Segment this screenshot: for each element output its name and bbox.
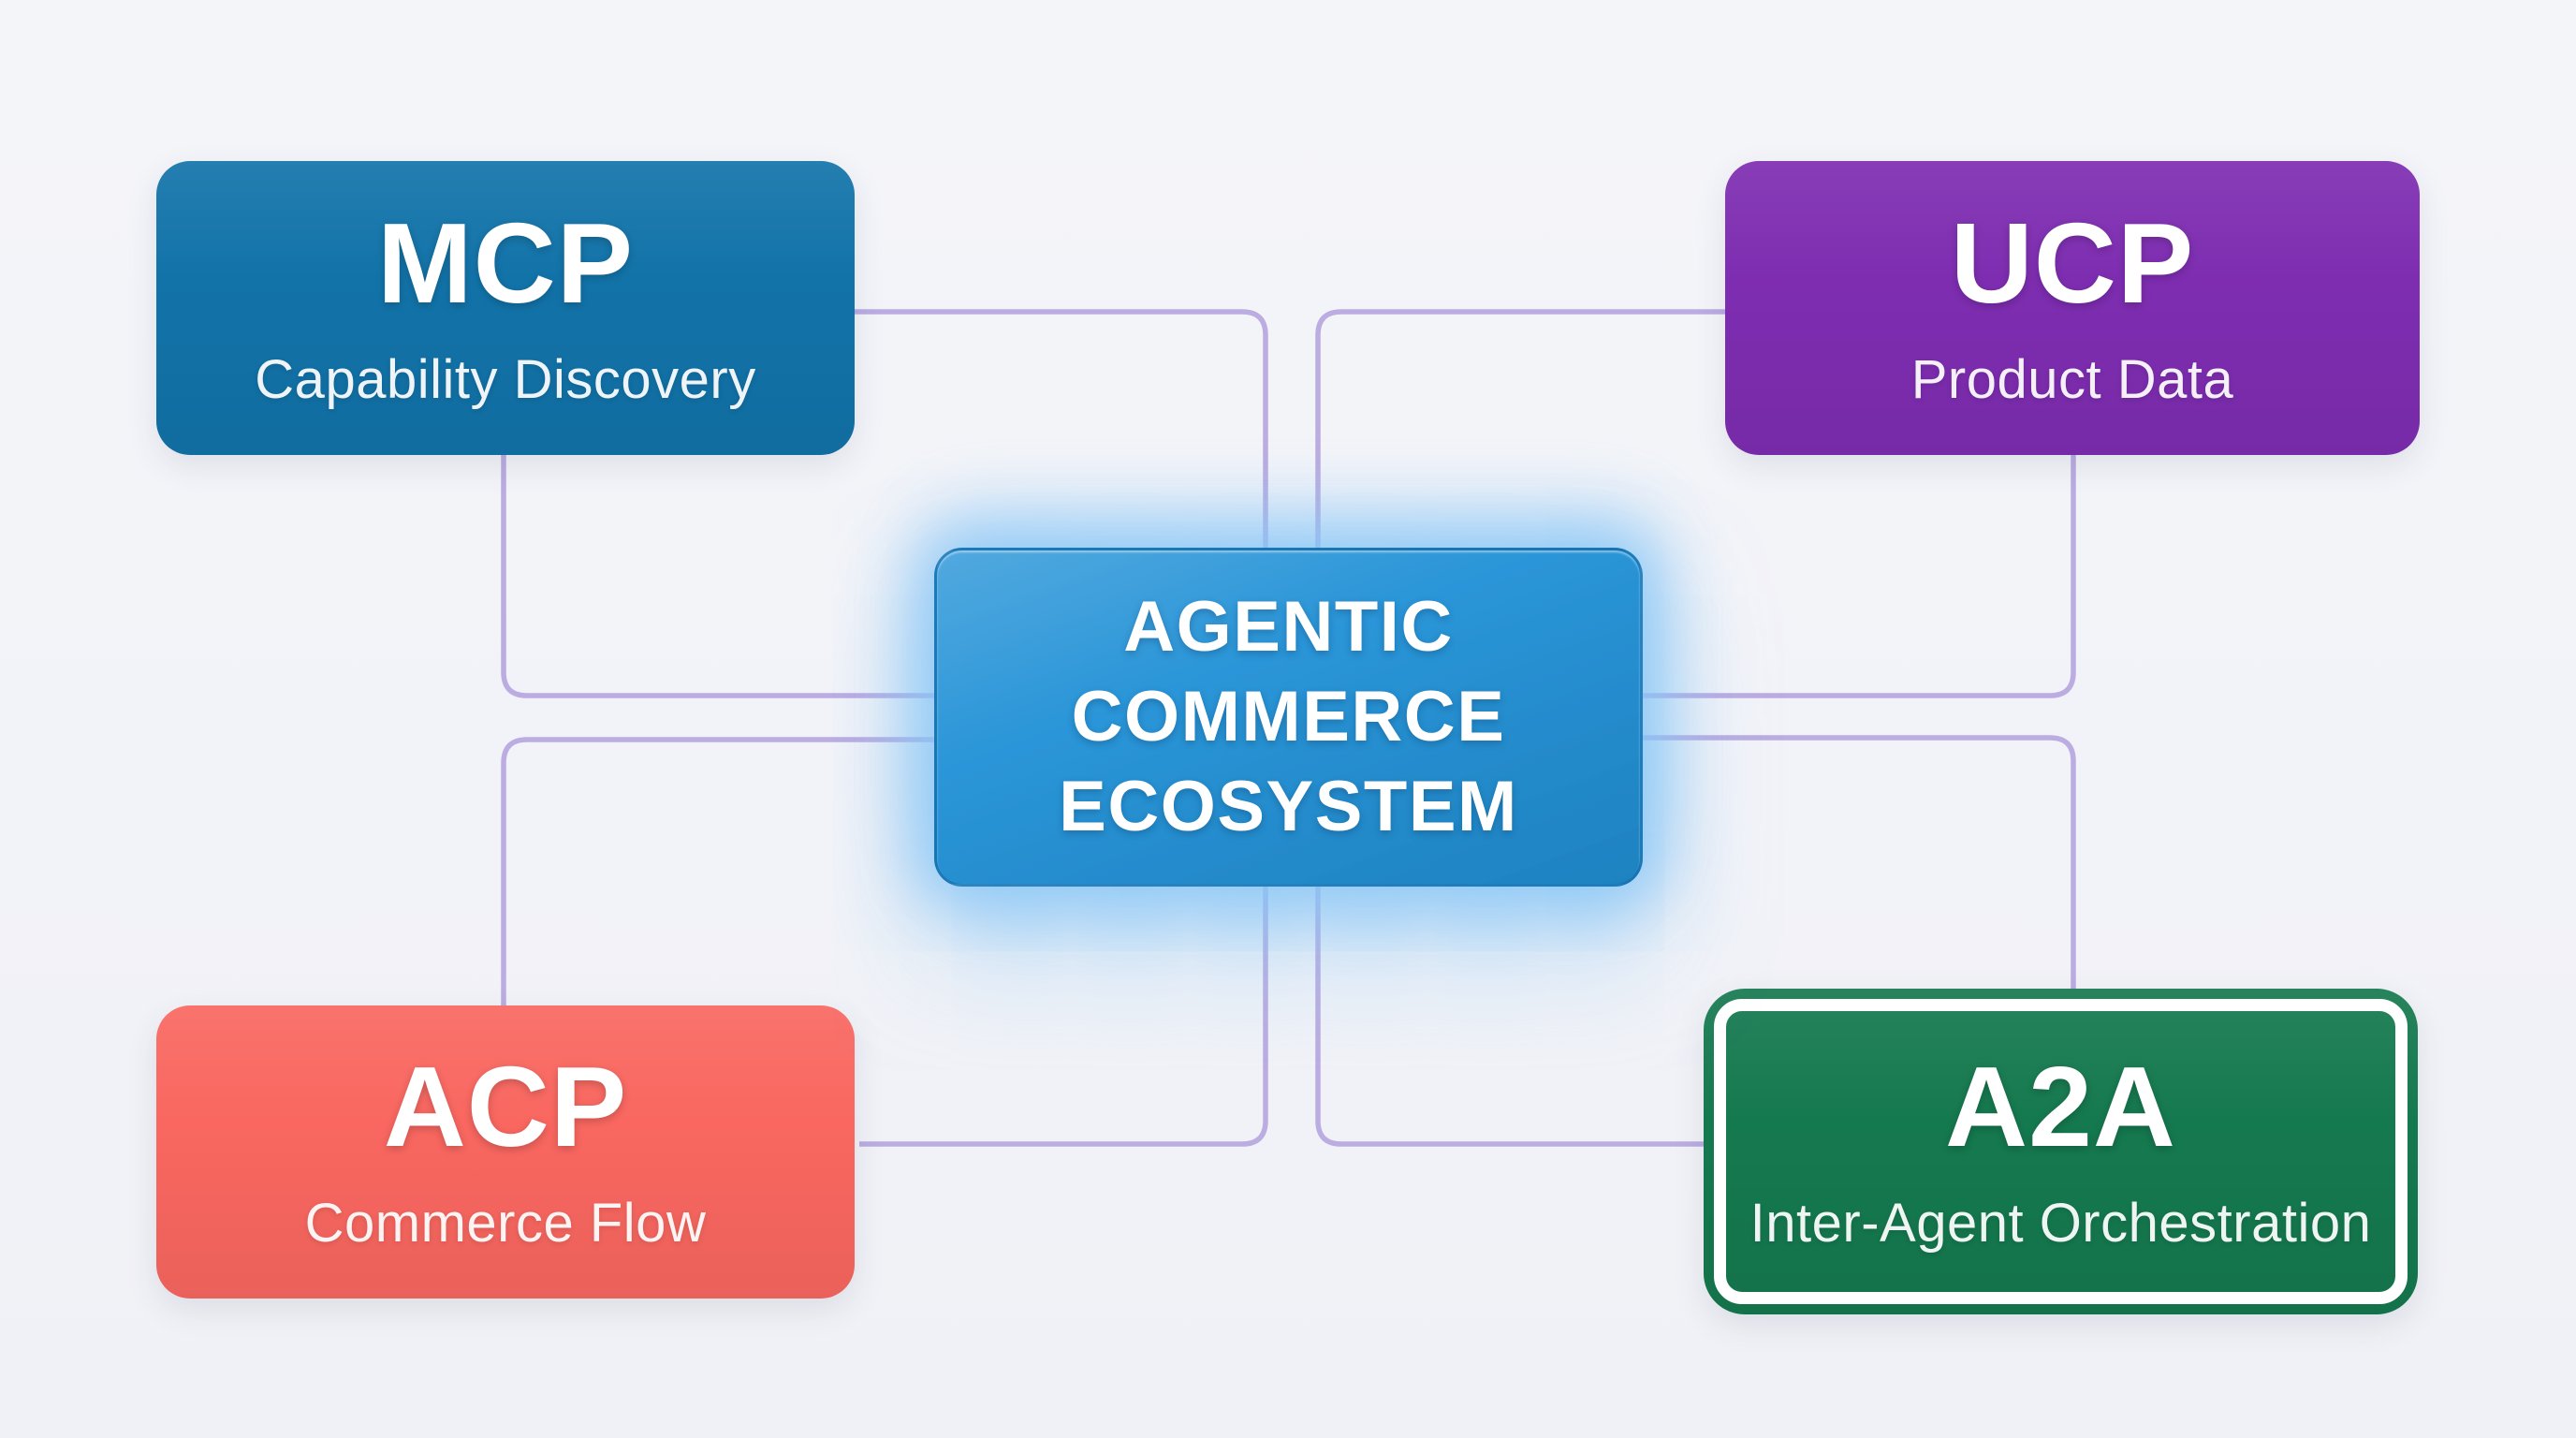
node-mcp-description: Capability Discovery	[255, 348, 756, 410]
node-a2a-description: Inter-Agent Orchestration	[1749, 1192, 2372, 1254]
node-ucp-acronym: UCP	[1950, 198, 2195, 327]
node-mcp: MCP Capability Discovery	[156, 161, 855, 455]
connector-mcp-bottom-to-center-left	[501, 451, 939, 698]
connector-center-left-to-acp-top	[501, 737, 939, 1009]
node-acp: ACP Commerce Flow	[156, 1005, 855, 1299]
connector-center-bottom-to-acp	[859, 882, 1268, 1147]
center-title-line-2: COMMERCE	[1071, 677, 1506, 757]
connector-center-right-to-a2a-top	[1638, 735, 2076, 996]
connector-mcp-to-center-top	[850, 309, 1268, 552]
node-ucp: UCP Product Data	[1725, 161, 2420, 455]
node-mcp-acronym: MCP	[376, 198, 635, 327]
connector-center-bottom-to-a2a	[1315, 882, 1708, 1147]
node-acp-acronym: ACP	[383, 1043, 628, 1170]
node-ucp-description: Product Data	[1910, 348, 2234, 410]
node-center-agentic-commerce-ecosystem: AGENTIC COMMERCE ECOSYSTEM	[934, 548, 1643, 887]
node-a2a: A2A Inter-Agent Orchestration	[1704, 989, 2418, 1314]
node-a2a-acronym: A2A	[1944, 1042, 2177, 1170]
node-acp-description: Commerce Flow	[304, 1193, 707, 1254]
connector-ucp-to-center-top	[1315, 309, 1730, 552]
center-title-line-3: ECOSYSTEM	[1059, 766, 1518, 846]
connector-ucp-bottom-to-center-right	[1638, 451, 2076, 698]
center-title-line-1: AGENTIC	[1123, 587, 1454, 668]
